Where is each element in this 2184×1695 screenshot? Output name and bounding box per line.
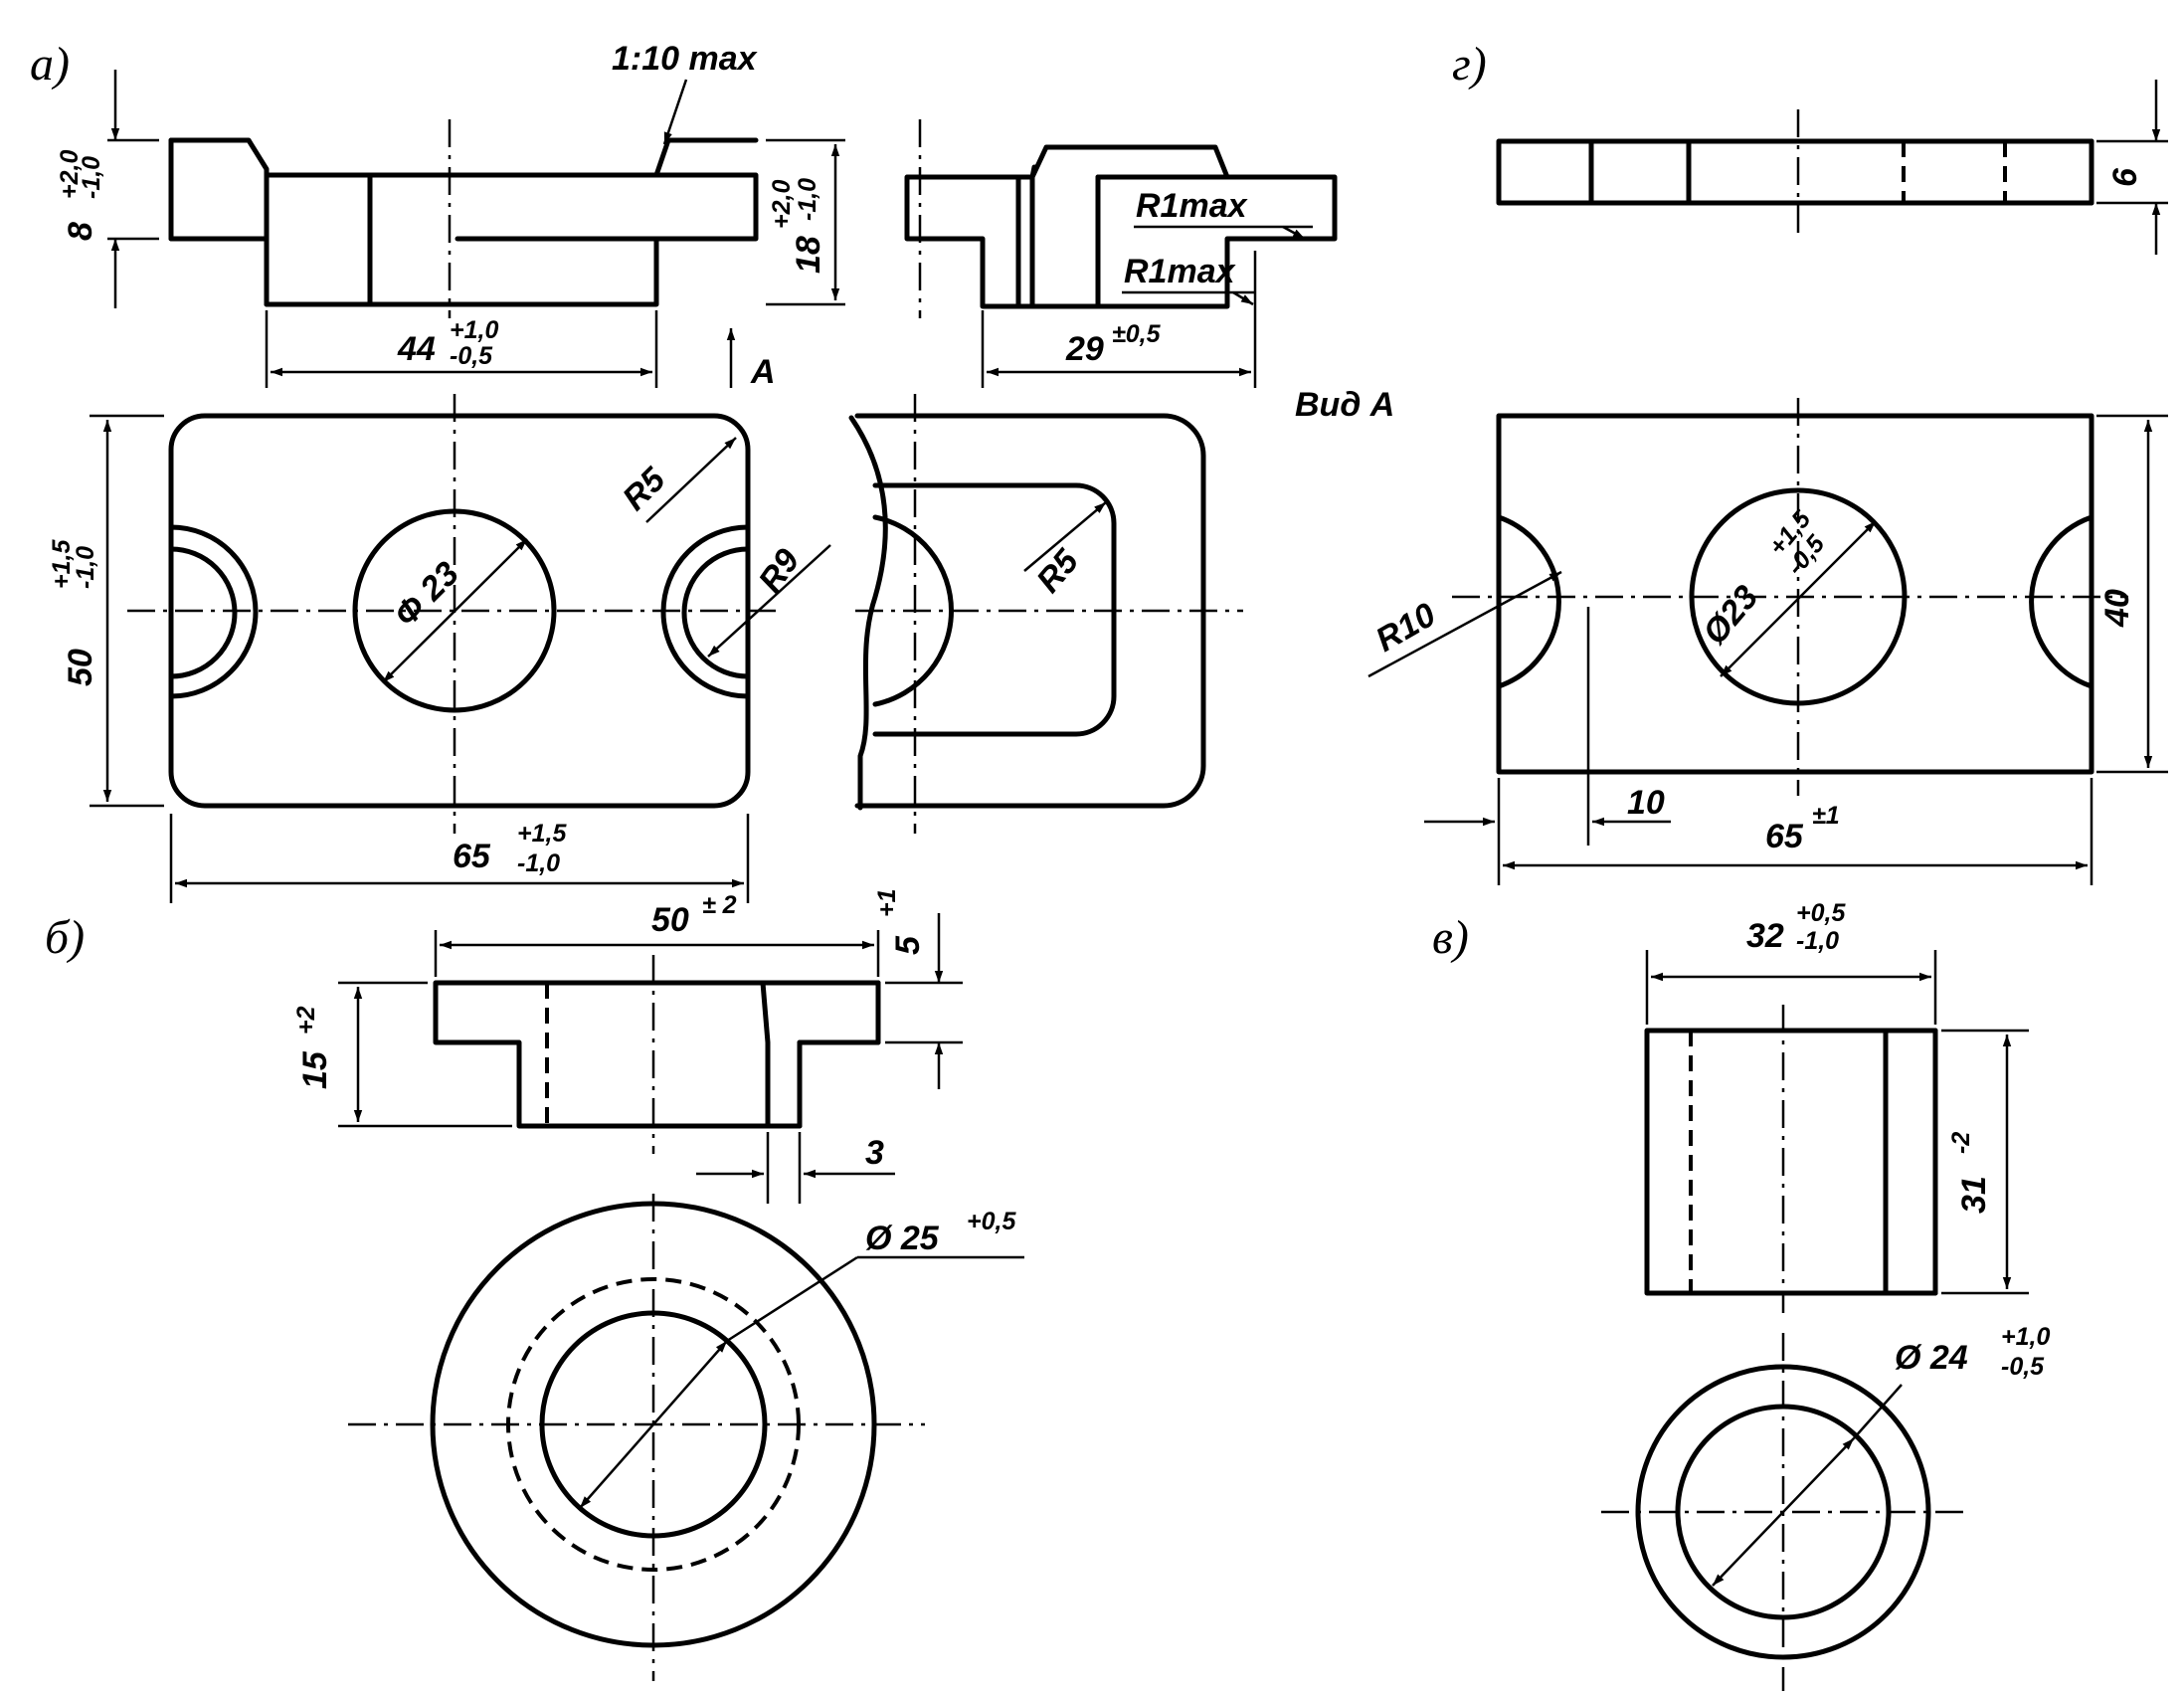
a-h-left-tol-dn: -1,0: [78, 156, 105, 199]
b-flange-tol: +1: [873, 888, 901, 917]
part-v-section-dims: 32 +0,5 -1,0 31 -2: [1645, 899, 2029, 1295]
b-w-base: 50: [651, 901, 689, 939]
a-w-tol-up: +1,0: [450, 316, 498, 344]
part-a-front-section: [168, 119, 759, 318]
v-w-tol-up: +0,5: [1796, 899, 1846, 927]
g-w10: 10: [1627, 784, 1665, 822]
part-a-plan-view: [127, 394, 776, 834]
a-len-tol-dn: -1,0: [517, 849, 560, 877]
part-g-section-dims: 6: [2096, 80, 2168, 255]
part-v-section: [1644, 1005, 1938, 1313]
a-r9: R9: [751, 542, 807, 599]
part-a-front-dims: 8 +2,0 -1,0 18 +2,0 -1,0 44 +1,0 -0,5 1:…: [56, 40, 845, 391]
a-h-right-tol-up: +2,0: [768, 180, 796, 229]
a-h-right-tol-dn: -1,0: [794, 178, 821, 221]
part-b-section: [433, 955, 881, 1154]
a-h-left-tol-up: +2,0: [56, 150, 84, 199]
b-dia-tol: +0,5: [967, 1208, 1016, 1235]
v-h-tol: -2: [1947, 1132, 1975, 1154]
b-flange-base: 5: [889, 935, 927, 955]
a-fillet-2: R1max: [1124, 253, 1237, 290]
part-a-plan-dims: Φ 23 R5 R9 50 +1,5 -1,0 65 +1,5 -1,0: [48, 414, 831, 903]
view-a-label: Вид A: [1295, 386, 1394, 424]
label-a: а): [30, 38, 70, 91]
g-len-tol: ±1: [1812, 802, 1840, 830]
part-g-plan: [1452, 398, 2128, 846]
a-fillet-1: R1max: [1136, 187, 1249, 225]
part-a-side-section: [904, 119, 1338, 318]
a-w2-base: 29: [1065, 330, 1104, 368]
a-r5-partial: R5: [1029, 542, 1087, 601]
v-w-tol-dn: -1,0: [1796, 927, 1839, 955]
a-hgt-tol-up: +1,5: [48, 539, 76, 589]
a-w-tol-dn: -0,5: [450, 342, 493, 370]
g-r10: R10: [1369, 596, 1442, 659]
arrow-a-label: A: [750, 353, 776, 391]
a-hgt-tol-dn: -1,0: [72, 546, 99, 589]
v-h-base: 31: [1955, 1176, 1993, 1214]
part-b-section-dims: 50 ± 2 15 +2 5 +1 3: [292, 888, 963, 1204]
v-w-base: 32: [1746, 917, 1784, 955]
label-b: б): [45, 911, 85, 964]
part-a-side-dims: R1max R1max 29 ±0,5 Вид A: [981, 187, 1394, 424]
g-thk: 6: [2106, 167, 2144, 187]
part-v-plan: [1601, 1333, 1969, 1691]
label-v: в): [1432, 911, 1469, 964]
a-h-right-base: 18: [790, 236, 827, 274]
part-v-plan-dims: Ø 24 +1,0 -0,5: [1712, 1323, 2050, 1587]
a-w2-tol: ±0,5: [1112, 320, 1162, 348]
a-hgt-base: 50: [62, 649, 99, 686]
g-h: 40: [2098, 589, 2136, 628]
part-g-section: [1496, 109, 2094, 239]
part-b-plan-dims: Ø 25 +0,5: [579, 1208, 1024, 1509]
a-r5: R5: [616, 460, 673, 517]
a-len-base: 65: [453, 838, 491, 875]
a-w-base: 44: [397, 330, 436, 368]
v-dia-tol-up: +1,0: [2001, 1323, 2050, 1351]
b-w-tol: ± 2: [702, 891, 737, 919]
v-dia-base: Ø 24: [1895, 1339, 1968, 1377]
a-len-tol-up: +1,5: [517, 820, 567, 848]
b-wall: 3: [865, 1134, 884, 1172]
a-h-left-base: 8: [62, 222, 99, 241]
v-dia-tol-dn: -0,5: [2001, 1353, 2045, 1381]
a-taper: 1:10 max: [612, 40, 759, 78]
label-g: г): [1452, 38, 1487, 91]
part-a-partial-view: R5: [848, 394, 1243, 834]
b-h-tol: +2: [292, 1006, 320, 1035]
b-h-base: 15: [296, 1050, 334, 1089]
g-len-base: 65: [1765, 818, 1804, 855]
b-dia-base: Ø 25: [865, 1220, 940, 1257]
part-b-plan: [348, 1194, 925, 1681]
